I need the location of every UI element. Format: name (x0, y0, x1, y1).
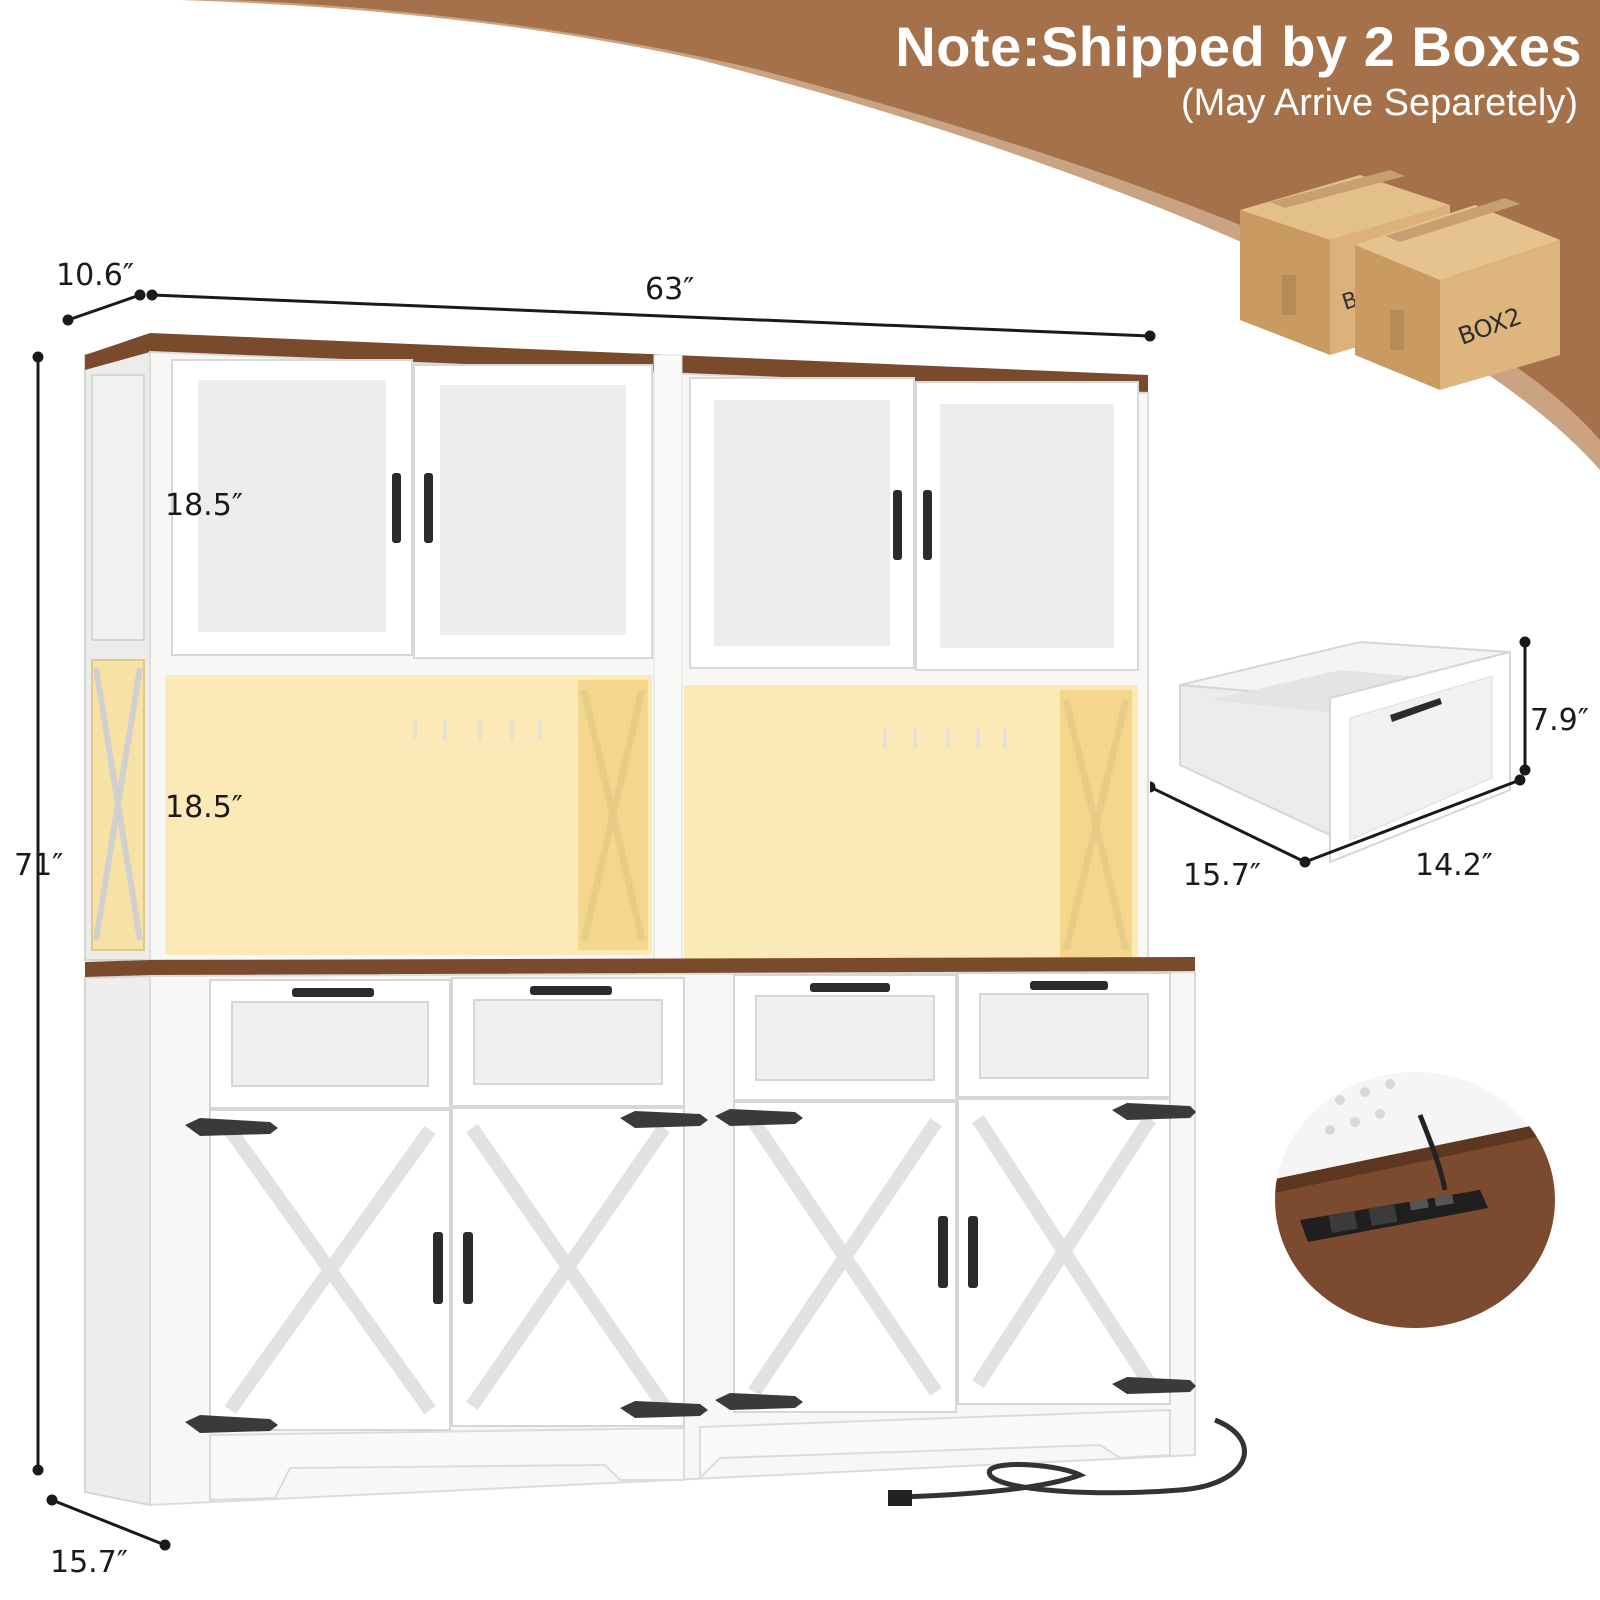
shipping-boxes: BOX1 BOX2 (1240, 170, 1560, 390)
height-label: 71″ (14, 848, 64, 883)
drawer-illustration (1150, 636, 1531, 868)
upper-cabinet-right (689, 377, 1139, 671)
drawer-height-label: 7.9″ (1530, 703, 1589, 738)
base-drawers (209, 972, 1171, 1109)
shipping-note-subtitle: (May Arrive Separetely) (1180, 82, 1578, 124)
drawer-width-label: 14.2″ (1415, 848, 1494, 883)
pegboard-right (684, 685, 1138, 960)
box-two: BOX2 (1355, 198, 1560, 390)
upper-cabinet-left (171, 359, 653, 659)
shipping-note-title: Note:Shipped by 2 Boxes (895, 15, 1582, 78)
width-label: 63″ (645, 272, 695, 307)
pegboard-left (165, 675, 652, 955)
upper-cabinet-height-label: 18.5″ (165, 488, 244, 523)
open-shelf-height-label: 18.5″ (165, 790, 244, 825)
drawer-depth-label: 15.7″ (1183, 858, 1262, 893)
power-outlet-detail (1275, 1072, 1555, 1328)
banner-brown-band (230, 0, 1600, 440)
base-depth-label: 15.7″ (50, 1545, 129, 1580)
power-cord (899, 1417, 1247, 1500)
top-depth-label: 10.6″ (56, 258, 135, 293)
